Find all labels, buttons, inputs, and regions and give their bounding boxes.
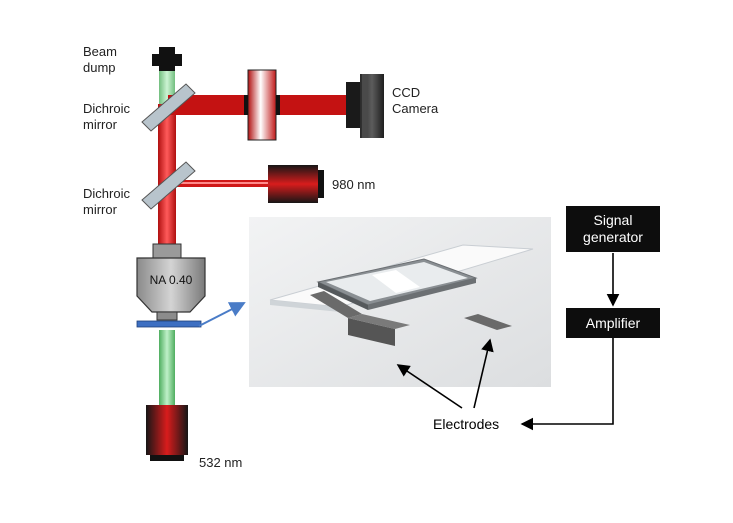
ccd-camera-label: CCD Camera <box>392 85 439 116</box>
dichroic-mirror-bottom-label: Dichroic mirror <box>83 186 130 217</box>
green-beam-bottom <box>159 330 175 408</box>
laser-532-icon <box>146 405 188 461</box>
dichroic-mirror-bottom-icon <box>141 161 196 210</box>
zoom-arrow <box>198 302 246 327</box>
laser-532-label: 532 nm <box>199 455 243 470</box>
objective-label: NA 0.40 <box>149 273 193 287</box>
signal-generator-box: Signal generator <box>566 206 660 252</box>
amplifier-box: Amplifier <box>566 308 660 338</box>
ccd-camera-icon <box>346 74 384 138</box>
dichroic-mirror-top-label: Dichroic mirror <box>83 101 130 132</box>
device-photo <box>249 217 551 387</box>
objective-lens-icon <box>136 243 206 321</box>
laser-980-icon <box>268 165 324 203</box>
beam-dump-label: Beam dump <box>83 44 117 75</box>
electrode-left <box>310 291 362 318</box>
electrode-arrow-right <box>473 338 494 409</box>
amplifier-to-electrodes-arrow <box>520 338 614 431</box>
beam-dump-icon <box>152 47 182 71</box>
electrodes-label: Electrodes <box>433 416 500 432</box>
dichroic-mirror-top-icon <box>141 83 196 132</box>
electrode-right <box>464 314 512 330</box>
electrode-arrow-left <box>396 364 463 409</box>
filter-icon <box>244 69 280 141</box>
laser-980-label: 980 nm <box>332 177 376 192</box>
sample-plate <box>136 320 202 328</box>
